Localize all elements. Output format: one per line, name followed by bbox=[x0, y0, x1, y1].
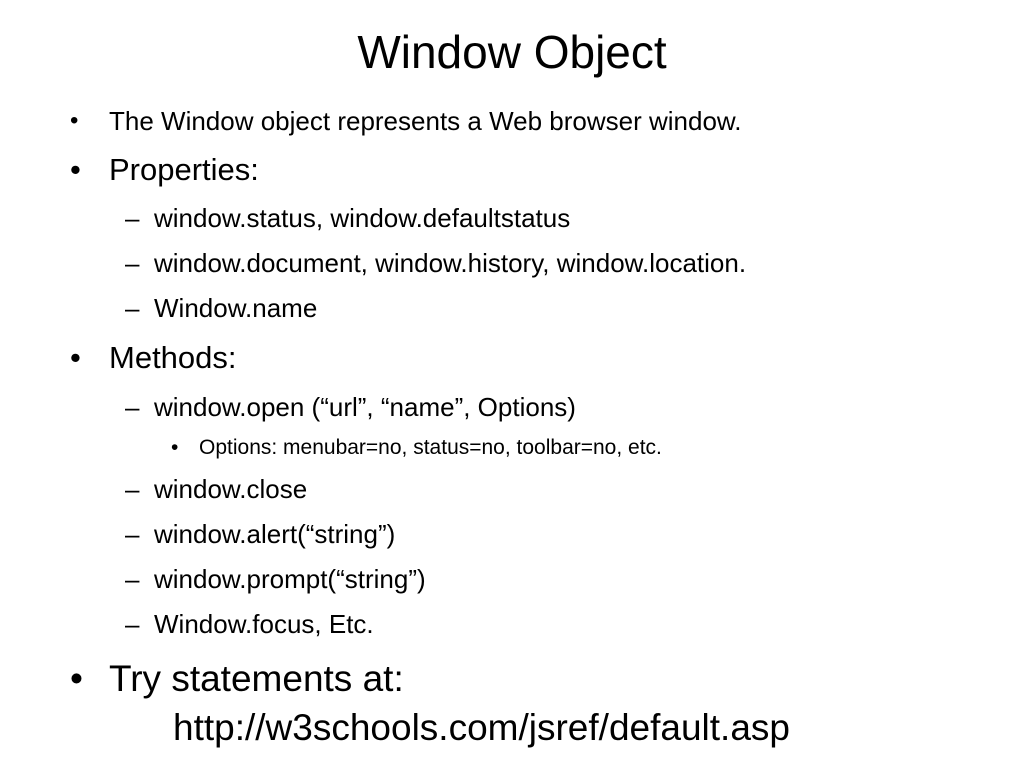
sub-item: window.status, window.defaultstatus bbox=[154, 203, 571, 233]
sub-item: window.close bbox=[154, 474, 308, 504]
dash-marker: – bbox=[125, 293, 140, 323]
sub-item: Window.focus, Etc. bbox=[154, 609, 374, 639]
dash-marker: – bbox=[125, 248, 140, 278]
sub-sub-item: Options: menubar=no, status=no, toolbar=… bbox=[199, 436, 662, 459]
bullet-marker: • bbox=[70, 107, 79, 134]
bullet-item: The Window object represents a Web brows… bbox=[109, 106, 742, 136]
bullet-marker: • bbox=[171, 436, 179, 459]
sub-item: window.alert(“string”) bbox=[154, 519, 396, 549]
bullet-item: Properties: bbox=[109, 152, 259, 187]
sub-item: window.document, window.history, window.… bbox=[154, 248, 747, 278]
bullet-marker: • bbox=[70, 658, 83, 699]
sub-item: Window.name bbox=[154, 293, 318, 323]
bullet-marker: • bbox=[70, 152, 81, 187]
bullet-item: Try statements at: bbox=[109, 658, 404, 699]
dash-marker: – bbox=[125, 392, 140, 422]
dash-marker: – bbox=[125, 474, 140, 504]
slide-title: Window Object bbox=[357, 26, 667, 78]
bullet-marker: • bbox=[70, 340, 81, 375]
url-text: http://w3schools.com/jsref/default.asp bbox=[173, 707, 790, 748]
dash-marker: – bbox=[125, 564, 140, 594]
dash-marker: – bbox=[125, 519, 140, 549]
sub-item: window.prompt(“string”) bbox=[154, 564, 426, 594]
dash-marker: – bbox=[125, 609, 140, 639]
dash-marker: – bbox=[125, 203, 140, 233]
bullet-item: Methods: bbox=[109, 340, 237, 375]
sub-item: window.open (“url”, “name”, Options) bbox=[154, 392, 576, 422]
